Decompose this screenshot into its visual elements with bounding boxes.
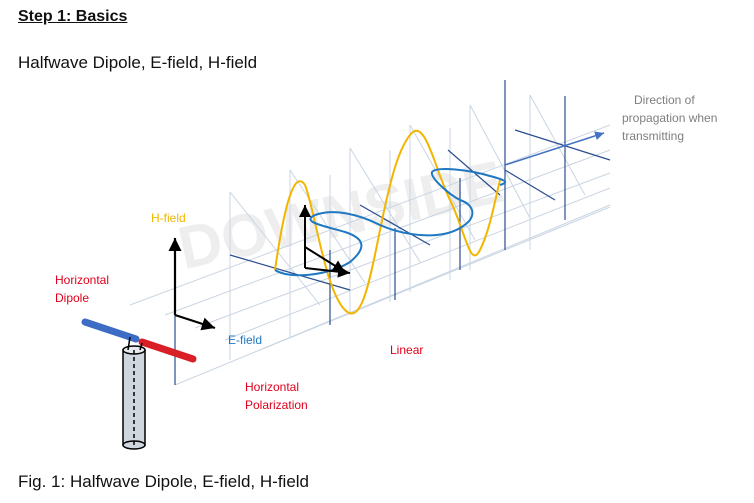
direction-label-line2: propagation when [622,111,718,125]
direction-label-line3: transmitting [622,129,685,143]
dipole-right-arm [138,338,197,363]
e-field-label: E-field [228,333,263,347]
grid [129,94,611,386]
watermark: DOWNSIDE [172,148,509,282]
figure-caption: Fig. 1: Halfwave Dipole, E-field, H-fiel… [18,472,310,491]
linear-label: Linear [390,343,424,357]
e-field-axis [174,313,216,331]
dipole [81,318,197,450]
wave-e-axis [304,265,351,278]
polarization-label-line2: Polarization [245,398,308,412]
propagation-arrow [504,131,605,166]
e-field-wave [274,168,507,277]
h-field-wave [274,129,501,315]
subtitle: Halfwave Dipole, E-field, H-field [18,53,258,72]
dipole-label-line1: Horizontal [55,273,110,287]
direction-label-line1: Direction of [634,93,695,107]
polarization-label-line1: Horizontal [245,380,300,394]
dipole-label-line2: Dipole [55,291,90,305]
h-field-label: H-field [151,211,186,225]
dipole-left-arm [81,318,140,343]
heading: Step 1: Basics [18,8,128,25]
